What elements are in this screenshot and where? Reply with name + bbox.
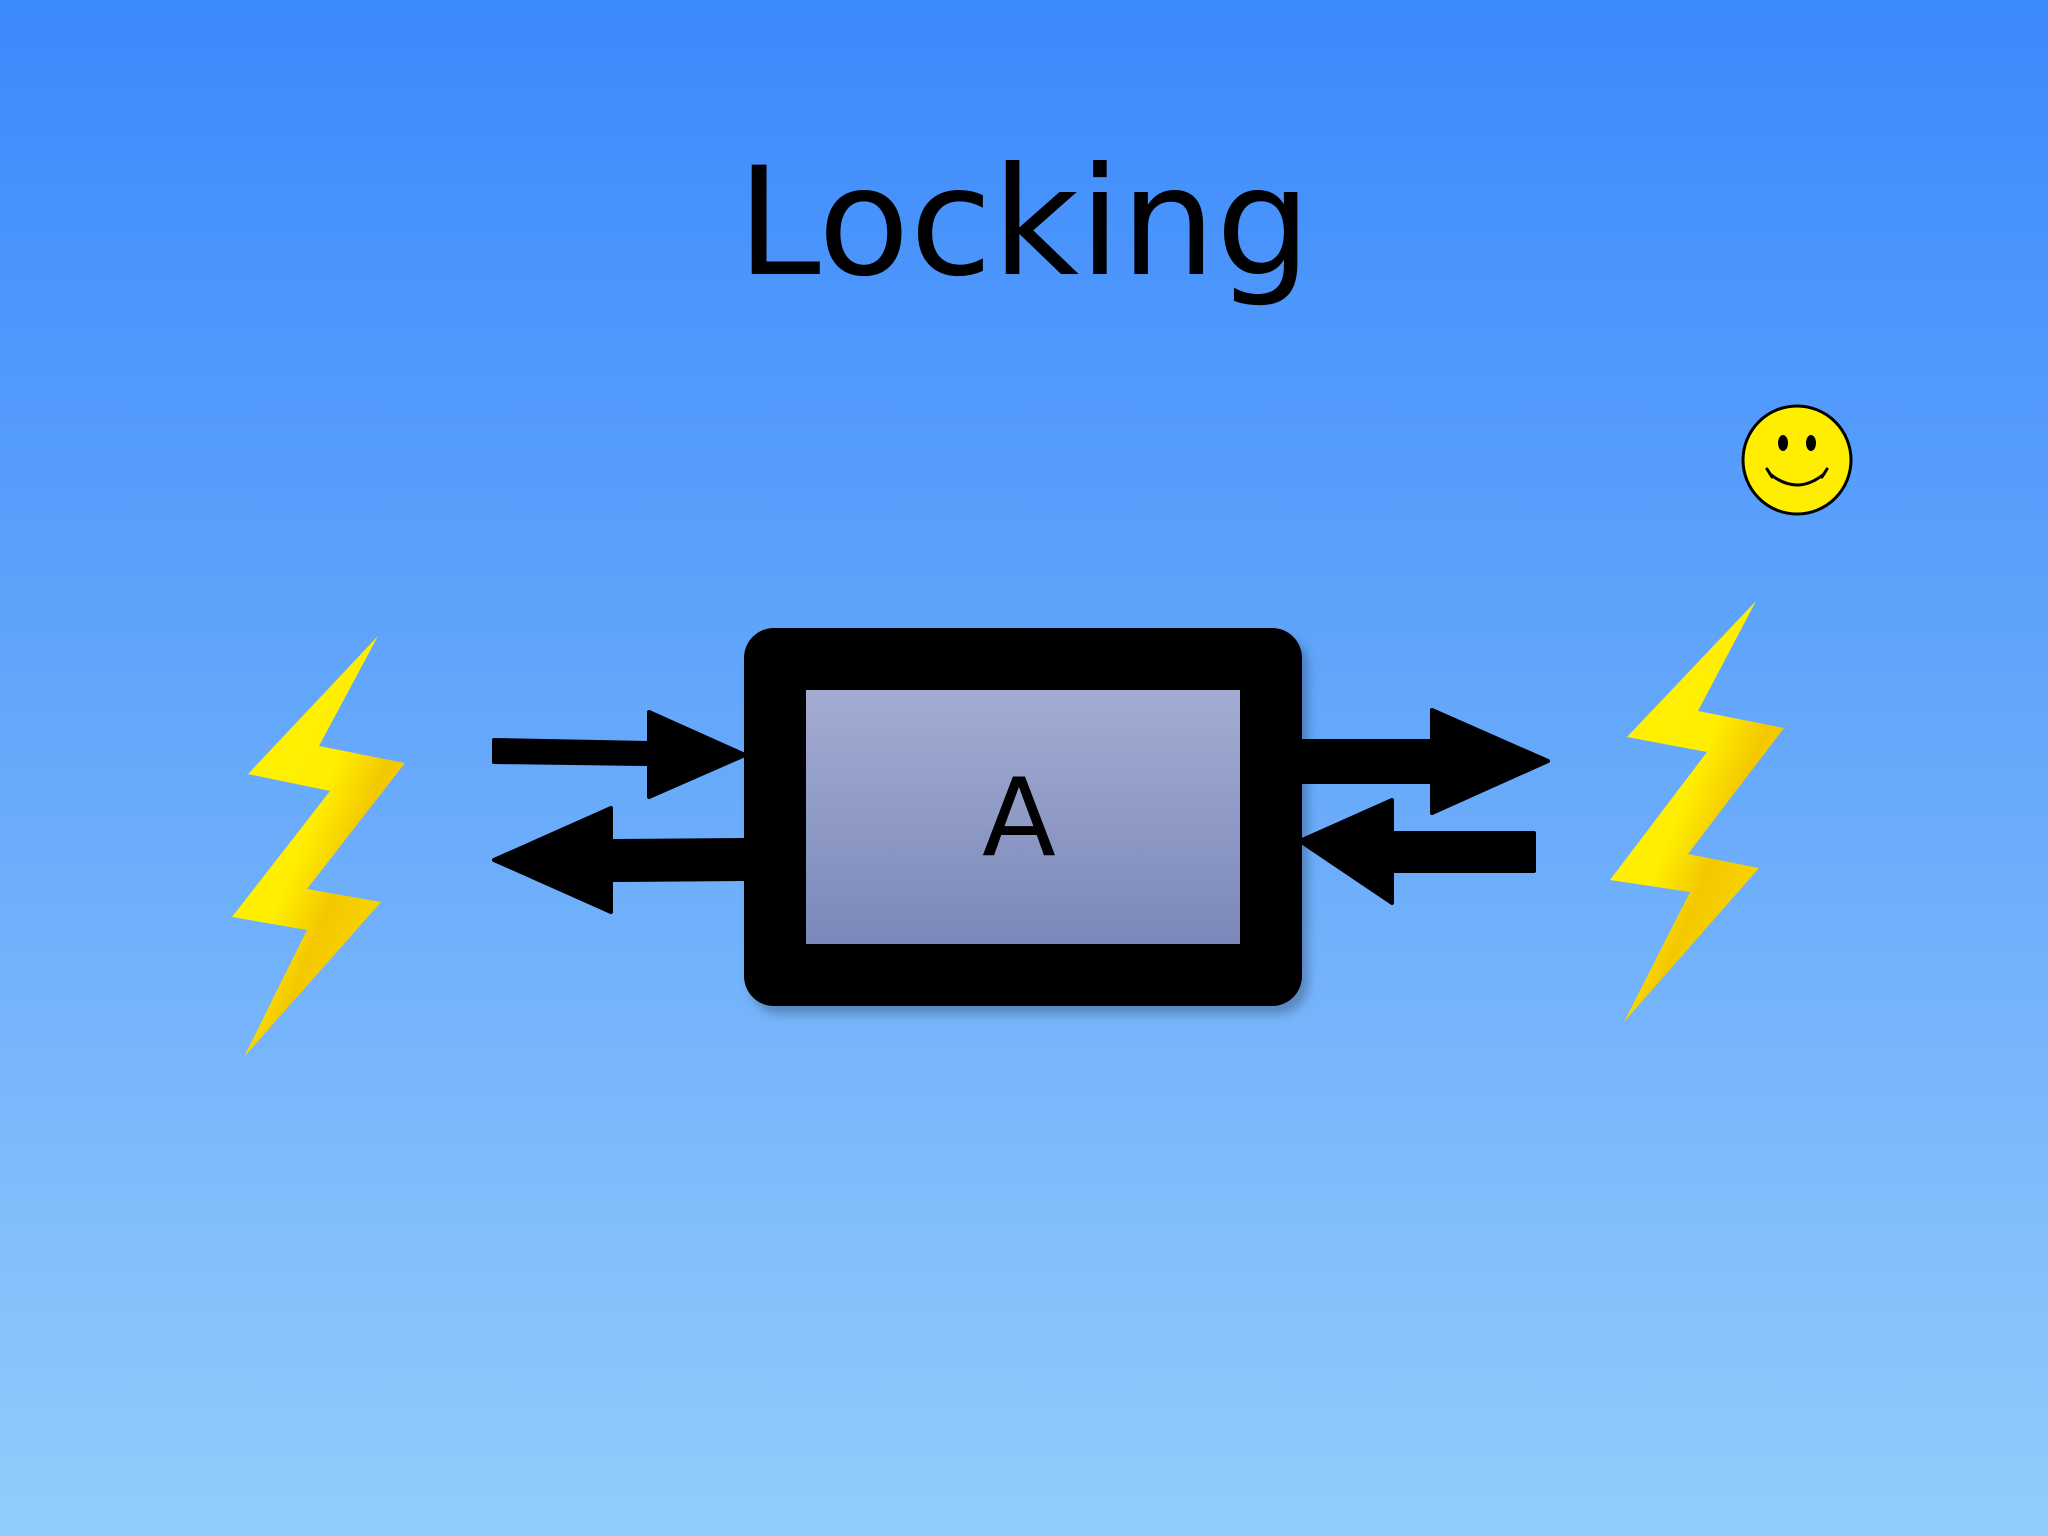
arrow-left-in (1298, 798, 1536, 905)
object-label: A (982, 756, 1056, 881)
arrow-left-out (492, 806, 747, 914)
smiley-face-icon (1741, 404, 1853, 516)
lightning-bolt-icon (1610, 601, 1784, 1022)
slide-title: Locking (737, 136, 1311, 310)
arrow-right-in (492, 710, 747, 799)
object-inner-panel (806, 690, 1240, 944)
locked-object-box (744, 628, 1302, 1006)
lightning-bolt-icon (232, 636, 405, 1057)
arrow-right-out (1298, 708, 1550, 815)
